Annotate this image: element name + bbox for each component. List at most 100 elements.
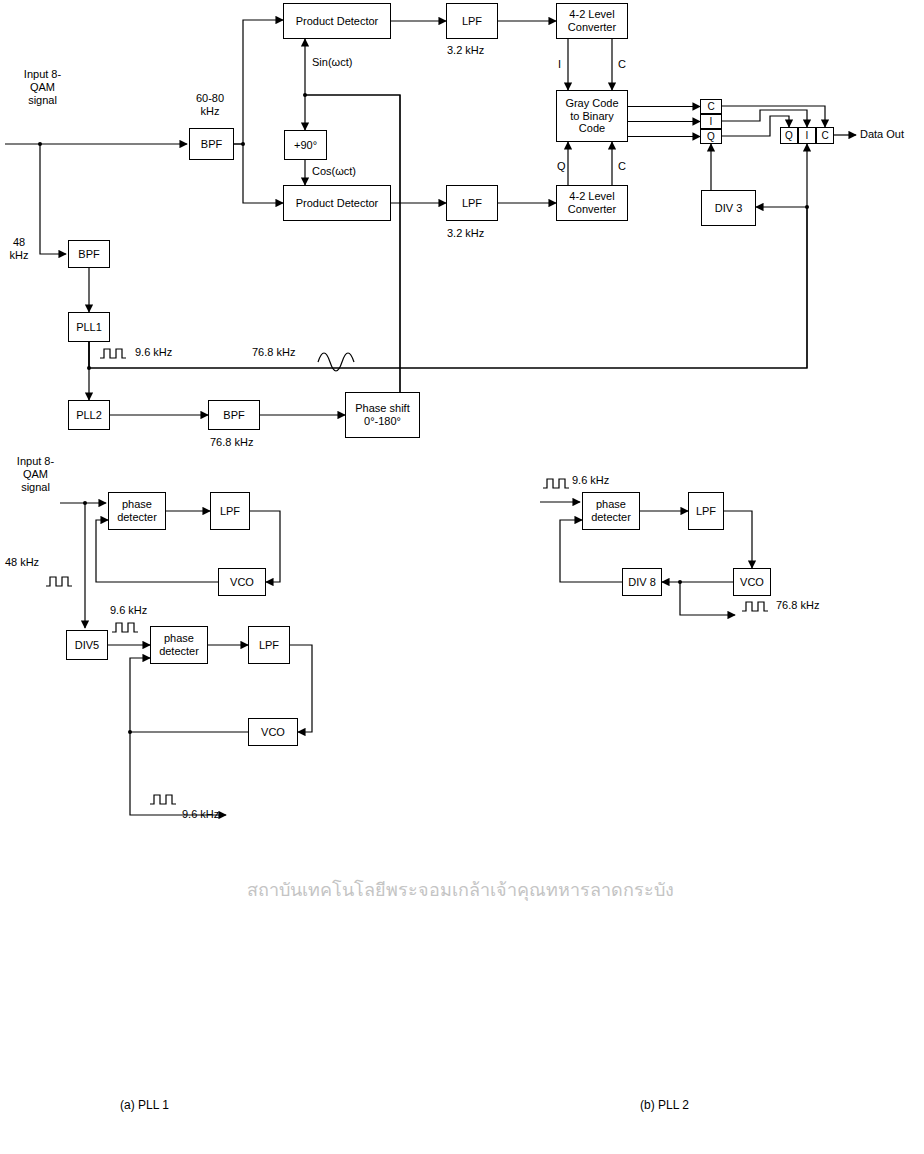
signal-connector <box>260 414 345 415</box>
register-cell: I <box>798 127 816 144</box>
signal-connector <box>130 658 248 732</box>
junction-dot <box>83 501 87 505</box>
signal-label: Input 8-QAM signal <box>8 455 63 495</box>
square-wave-symbol <box>100 349 126 358</box>
signal-connector <box>662 581 733 582</box>
box-text: VCO <box>740 576 764 589</box>
box-text: C <box>821 130 828 142</box>
vco-box: VCO <box>733 568 771 596</box>
phase-detector-box: phase detecter <box>150 626 208 664</box>
box-text: Gray Code to Binary Code <box>560 97 624 135</box>
box-text: LPF <box>220 505 240 518</box>
signal-connector <box>391 202 446 203</box>
figure-caption: (a) PLL 1 <box>120 1098 169 1112</box>
signal-label: Cos(ωct) <box>312 165 356 178</box>
signal-connector <box>498 20 556 21</box>
detector-box: Product Detector <box>283 185 391 221</box>
signal-connector <box>628 121 700 122</box>
box-text: phase detecter <box>586 498 636 523</box>
signal-connector <box>628 136 700 137</box>
box-text: LPF <box>462 197 482 210</box>
connector-label: C <box>617 160 627 172</box>
converter-box: 4-2 Level Converter <box>556 185 628 221</box>
signal-connector <box>722 110 807 127</box>
register-cell: C <box>816 127 834 144</box>
filter-box: BPF <box>189 128 234 160</box>
box-text: LPF <box>696 505 716 518</box>
phase-shifter-box: +90° <box>284 130 327 160</box>
signal-connector <box>391 20 446 21</box>
box-text: BPF <box>223 409 244 422</box>
box-text: 4-2 Level Converter <box>560 190 624 215</box>
figure-caption: (b) PLL 2 <box>640 1098 689 1112</box>
pll-box: PLL1 <box>68 312 110 342</box>
signal-connector <box>110 414 208 415</box>
box-text: LPF <box>259 639 279 652</box>
input-wire <box>84 503 85 628</box>
signal-connector <box>234 20 283 144</box>
signal-connector <box>88 342 89 400</box>
box-text: +90° <box>294 139 317 152</box>
box-text: DIV 8 <box>628 576 656 589</box>
input-wire <box>5 143 187 144</box>
divider-box: DIV 3 <box>701 190 756 226</box>
signal-connector <box>722 116 789 136</box>
output-wire <box>834 134 856 135</box>
box-text: I <box>710 116 713 128</box>
signal-connector <box>567 39 568 90</box>
register-cell: Q <box>780 127 798 144</box>
frequency-label: 76.8 kHz <box>210 436 253 449</box>
detector-box: Product Detector <box>283 3 391 39</box>
vco-box: VCO <box>218 568 266 596</box>
divider-box: DIV5 <box>66 630 108 660</box>
box-text: BPF <box>201 138 222 151</box>
box-text: phase detecter <box>154 632 204 657</box>
box-text: phase detecter <box>112 498 162 523</box>
frequency-label: 76.8 kHz <box>252 346 295 359</box>
box-text: Q <box>785 130 793 142</box>
signal-connector <box>640 510 688 511</box>
square-wave-symbol <box>46 577 72 586</box>
frequency-label: 48 kHz <box>2 556 42 569</box>
filter-box: LPF <box>446 185 498 221</box>
watermark: สถาบันเทคโนโลยีพระจอมเกล้าเจ้าคุณทหารลาด… <box>160 880 760 902</box>
signal-connector <box>234 144 283 203</box>
register-cell: I <box>700 114 722 129</box>
frequency-label: 9.6 kHz <box>572 474 609 487</box>
box-text: DIV 3 <box>715 202 743 215</box>
signal-connector <box>208 644 248 645</box>
signal-connector <box>611 39 612 90</box>
signal-connector <box>88 268 89 312</box>
signal-connector <box>628 106 700 107</box>
filter-box: BPF <box>208 400 260 430</box>
signal-label: Sin(ωct) <box>312 56 352 69</box>
box-text: I <box>806 130 809 142</box>
output-wire <box>130 732 226 815</box>
register-cell: C <box>700 99 722 114</box>
decoder-box: Gray Code to Binary Code <box>556 90 628 142</box>
signal-connector <box>166 510 210 511</box>
box-text: PLL2 <box>76 409 102 422</box>
box-text: LPF <box>462 15 482 28</box>
box-text: 4-2 Level Converter <box>560 8 624 33</box>
square-wave-symbol <box>150 795 176 804</box>
signal-connector <box>108 644 150 645</box>
frequency-label: 76.8 kHz <box>776 599 819 612</box>
signal-connector <box>567 142 568 185</box>
square-wave-symbol <box>742 602 768 611</box>
pll-box: PLL2 <box>68 400 110 430</box>
connector-label: I <box>557 58 562 70</box>
connector-label: 9.6 kHz <box>109 604 148 616</box>
box-text: C <box>707 101 714 113</box>
signal-label: Input 8-QAM signal <box>15 68 70 108</box>
output-wire <box>680 582 735 615</box>
signal-connector <box>710 144 711 190</box>
box-text: Phase shift 0°-180° <box>349 402 416 427</box>
square-wave-symbol <box>543 479 569 488</box>
frequency-label: 9.6 kHz <box>182 808 219 821</box>
filter-box: BPF <box>68 240 110 268</box>
filter-box: LPF <box>446 3 498 39</box>
frequency-label: 3.2 kHz <box>447 44 484 57</box>
